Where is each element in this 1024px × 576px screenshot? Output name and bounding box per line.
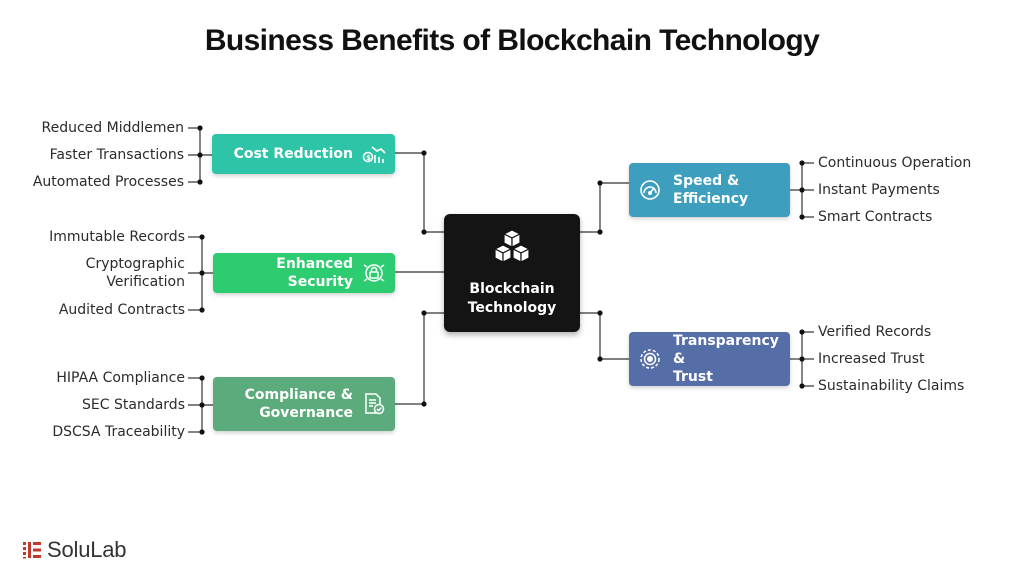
page-title: Business Benefits of Blockchain Technolo…	[204, 24, 820, 57]
leaf-verified-records: Verified Records	[818, 324, 932, 340]
compliance-document-icon	[361, 391, 387, 417]
leaf-hipaa-compliance: HIPAA Compliance	[56, 370, 185, 386]
leaf-increased-trust: Increased Trust	[818, 351, 925, 367]
center-node-blockchain: Blockchain Technology	[444, 214, 580, 332]
brand-name: SoluLab	[47, 537, 127, 562]
leaf-instant-payments: Instant Payments	[818, 182, 940, 198]
category-compliance-governance: Compliance & Governance	[213, 377, 395, 431]
category-cost-reduction: Cost Reduction $	[212, 134, 395, 174]
category-transparency-label-line2: Trust	[673, 369, 713, 385]
leaf-faster-transactions: Faster Transactions	[49, 147, 184, 163]
center-label-line2: Technology	[467, 300, 557, 316]
leaf-dscsa-traceability: DSCSA Traceability	[52, 424, 185, 440]
center-label-line1: Blockchain	[469, 281, 555, 297]
cost-chart-icon: $	[361, 141, 387, 167]
category-speed-label-line1: Speed &	[673, 173, 740, 189]
leaf-cryptographic-verification: Cryptographic Verification	[85, 256, 185, 290]
category-compliance-label: Compliance & Governance	[245, 386, 353, 422]
svg-text:$: $	[366, 154, 371, 162]
category-speed-efficiency: Speed & Efficiency	[629, 163, 790, 217]
category-speed-label-line2: Efficiency	[673, 191, 749, 207]
leaf-continuous-operation: Continuous Operation	[818, 155, 972, 171]
brand-logo: SoluLab	[22, 537, 127, 563]
category-transparency-label: Transparency & Trust	[673, 332, 790, 386]
category-compliance-label-line1: Compliance &	[244, 387, 353, 403]
category-enhanced-security: Enhanced Security	[213, 253, 395, 293]
leaf-sec-standards: SEC Standards	[82, 397, 185, 413]
leaf-sustainability-claims: Sustainability Claims	[818, 378, 965, 394]
category-transparency-label-line1: Transparency &	[673, 333, 779, 367]
solulab-logo-icon	[22, 540, 42, 560]
category-transparency-trust: Transparency & Trust	[629, 332, 790, 386]
speedometer-icon	[637, 177, 663, 203]
leaf-reduced-middlemen: Reduced Middlemen	[41, 120, 185, 136]
blockchain-cubes-icon	[490, 228, 534, 272]
category-cost-reduction-label: Cost Reduction	[233, 146, 353, 162]
leaf-smart-contracts: Smart Contracts	[818, 209, 933, 225]
category-speed-label: Speed & Efficiency	[673, 172, 748, 208]
leaf-immutable-records: Immutable Records	[49, 229, 185, 245]
center-node-label: Blockchain Technology	[444, 280, 580, 318]
transparency-gear-icon	[637, 346, 663, 372]
security-lock-icon	[361, 260, 387, 286]
leaf-automated-processes: Automated Processes	[32, 174, 184, 190]
leaf-audited-contracts: Audited Contracts	[58, 302, 185, 318]
category-enhanced-security-label: Enhanced Security	[276, 256, 353, 290]
category-compliance-label-line2: Governance	[259, 405, 353, 421]
